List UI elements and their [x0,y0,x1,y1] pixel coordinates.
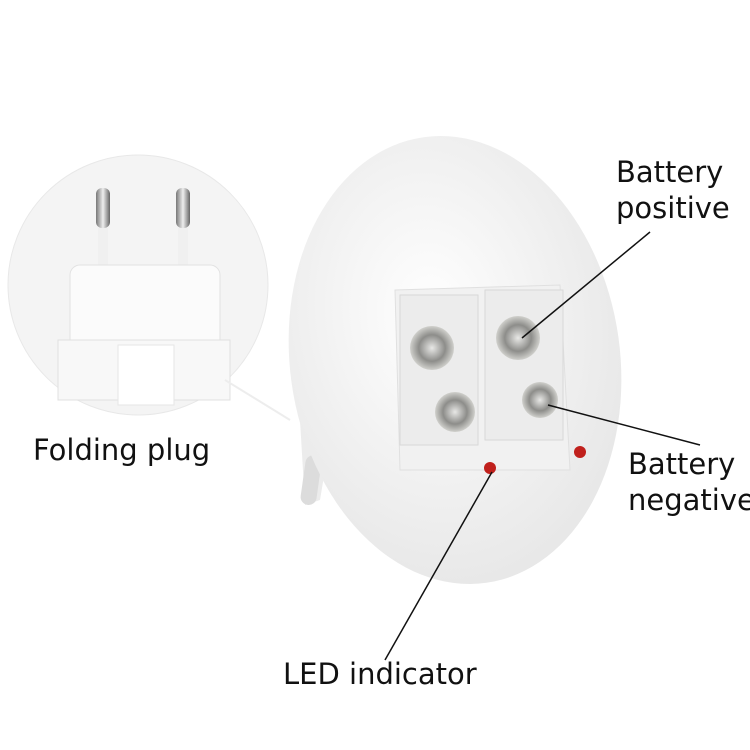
label-battery-negative: Battery negative [628,446,750,518]
charger-body [288,136,622,584]
label-line: negative [628,483,750,517]
battery-terminals [410,316,558,432]
leader-line-negative [547,404,701,446]
folding-plug-inset [7,154,291,421]
label-line: Battery [628,447,736,481]
leader-line-led [384,471,493,661]
label-line: positive [616,191,730,225]
leader-line-positive [521,231,651,339]
led-indicator-right [574,446,586,458]
label-battery-positive: Battery positive [616,154,730,226]
label-led-indicator: LED indicator [283,657,477,691]
label-folding-plug: Folding plug [33,433,211,467]
label-line: Battery [616,155,724,189]
led-indicator-left [484,462,496,474]
